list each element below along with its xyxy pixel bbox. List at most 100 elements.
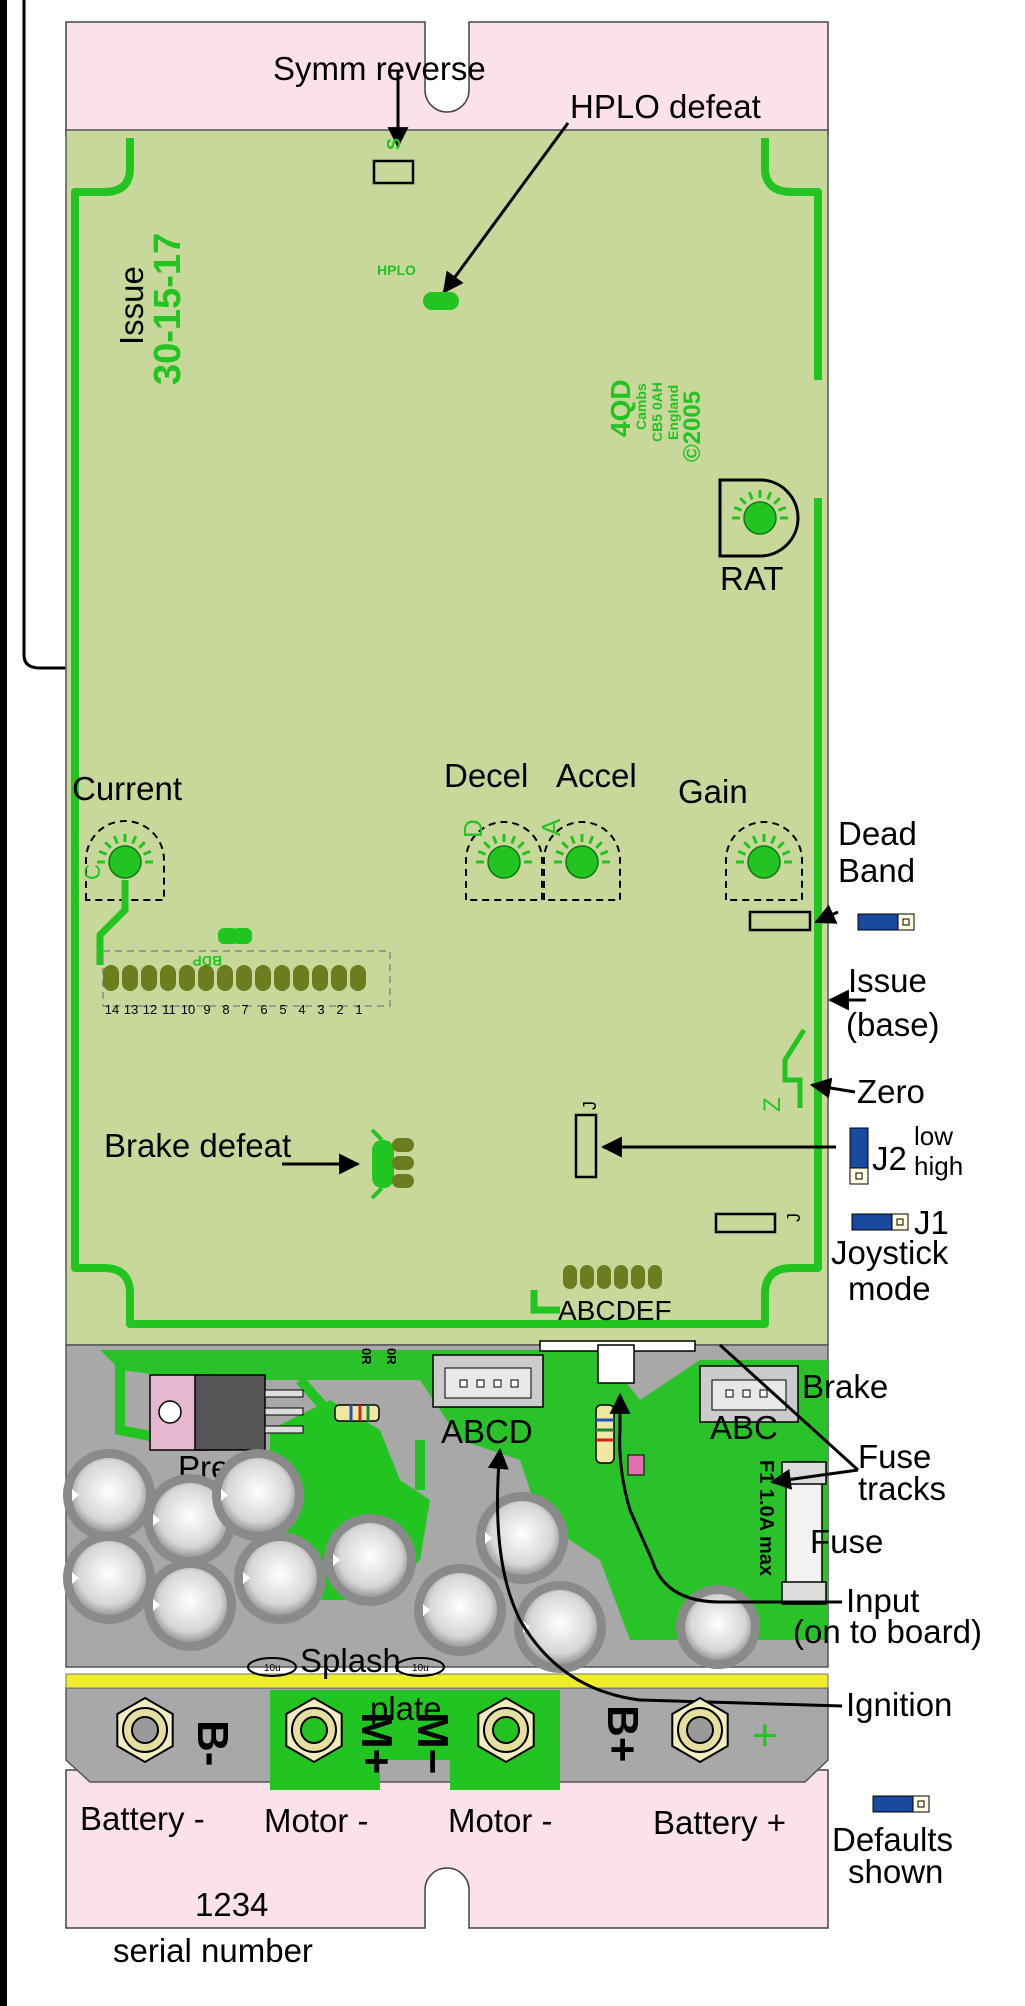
- zero-arrow: [809, 1077, 856, 1099]
- pot-ray: [747, 491, 754, 501]
- resistor-vertical: [595, 1404, 615, 1464]
- brake-label: Brake: [802, 1368, 888, 1405]
- power-copper-1: [100, 1350, 828, 1640]
- pot-ray: [737, 849, 747, 856]
- capacitor-polarity: [243, 1572, 250, 1584]
- pot-ray: [98, 849, 108, 856]
- capacitor-polarity: [153, 1599, 160, 1611]
- j2-label: J2: [872, 1140, 907, 1177]
- dead-band-label-1: Dead: [838, 815, 917, 852]
- splash-plate: [65, 1673, 829, 1689]
- input-header-block: [597, 1344, 635, 1384]
- pot-ray: [477, 849, 487, 856]
- connector-pad: [236, 965, 252, 991]
- j1-jumper-pin: [891, 1213, 909, 1231]
- abcdef-connector-pads: [563, 1265, 662, 1289]
- issue-base-label-1: Issue: [848, 962, 927, 999]
- battery-minus-terminal[interactable]: [116, 1696, 174, 1764]
- s-silk: S: [384, 138, 404, 150]
- pot-ray: [770, 835, 777, 845]
- pot-ray: [569, 835, 576, 845]
- connector-pad: [122, 965, 138, 991]
- battery-plus-label: Battery +: [653, 1804, 786, 1841]
- connector-pad: [160, 965, 176, 991]
- j2-jumper[interactable]: [574, 1113, 598, 1179]
- hplo-defeat-pad[interactable]: [423, 292, 459, 310]
- brake-connector[interactable]: [699, 1365, 799, 1423]
- zero-track: [782, 1028, 807, 1108]
- abcdef-pad: [580, 1265, 594, 1289]
- decel-pot-outline: [465, 821, 543, 901]
- pot-knob: [743, 501, 777, 535]
- j2-jumper-icon: [849, 1127, 869, 1169]
- pot-ray: [751, 835, 758, 845]
- abcdef-pad: [563, 1265, 577, 1289]
- abcdef-pad: [648, 1265, 662, 1289]
- dead-band-jumper[interactable]: [748, 910, 812, 932]
- pot-ray: [766, 491, 773, 501]
- connector-pad: [217, 965, 233, 991]
- symm-reverse-jumper[interactable]: [372, 159, 415, 185]
- capacitor-face: [72, 1458, 146, 1532]
- bdp-header-outline: [102, 950, 391, 1007]
- gain-pot[interactable]: [736, 834, 792, 879]
- capacitor-face: [523, 1590, 597, 1664]
- input-label-2: (on to board): [793, 1613, 982, 1650]
- connector-pad: [274, 965, 290, 991]
- pot-knob: [565, 845, 599, 879]
- j1-jumper-pin-dot: [896, 1218, 904, 1226]
- nut-stud: [131, 1716, 159, 1744]
- current-track: [96, 880, 129, 965]
- motor-minus-terminal[interactable]: [477, 1696, 535, 1764]
- brake-defeat-pads[interactable]: [370, 1128, 414, 1200]
- left-border: [0, 0, 7, 2006]
- pot-ray: [555, 849, 565, 856]
- ten-u-cap-1: [247, 1657, 297, 1677]
- hplo-silk: HPLO: [377, 262, 416, 278]
- battery-plus-terminal[interactable]: [671, 1696, 729, 1764]
- bdp-link-pad-2: [232, 928, 252, 944]
- capacitor-face: [333, 1523, 407, 1597]
- connector-pad: [331, 965, 347, 991]
- connector-pad: [198, 965, 214, 991]
- motor-plus-terminal[interactable]: [285, 1696, 343, 1764]
- current-pot[interactable]: [97, 834, 153, 879]
- pot-ray: [739, 497, 747, 505]
- j1-label: J1: [914, 1204, 949, 1241]
- fuse-tracks-arrow-2: [769, 1468, 859, 1490]
- brake-defeat-label: Brake defeat: [104, 1127, 291, 1164]
- dead-band-jumper-icon: [857, 913, 899, 931]
- j1-jumper[interactable]: [714, 1212, 777, 1234]
- plus-silk: +: [752, 1711, 778, 1760]
- accel-pot[interactable]: [554, 834, 610, 879]
- rat-label: RAT: [720, 560, 784, 597]
- joystick-mode-label-1: Joystick: [831, 1234, 949, 1271]
- pink-component: [627, 1454, 645, 1476]
- pot-ray: [131, 835, 138, 845]
- defaults-label-2: shown: [848, 1853, 943, 1890]
- zero-label: Zero: [857, 1073, 925, 1110]
- fuse-holder[interactable]: [781, 1461, 827, 1605]
- decel-pot[interactable]: [476, 834, 532, 879]
- joystick-mode-label-2: mode: [848, 1270, 931, 1307]
- ignition-wire: [487, 1447, 843, 1708]
- fuse-tracks-arrow-1: [718, 1343, 860, 1472]
- pin-number: 9: [203, 1002, 210, 1017]
- motor-minus-label-1: Motor -: [264, 1802, 369, 1839]
- rat-pot[interactable]: [732, 490, 788, 535]
- pot-ray: [595, 841, 603, 849]
- connector-pad: [179, 965, 195, 991]
- resistor-horizontal: [334, 1404, 380, 1422]
- abcd-connector[interactable]: [432, 1354, 544, 1408]
- pot-ray: [599, 849, 609, 856]
- pot-ray: [491, 835, 498, 845]
- dead-band-jumper-pin: [897, 913, 915, 931]
- fuse-tracks-label-2: tracks: [858, 1470, 946, 1507]
- capacitor-bank: [63, 1449, 606, 1673]
- serial-number-value: 1234: [195, 1886, 268, 1923]
- board-edge-track: [71, 138, 822, 1328]
- dead-band-arrow: [814, 904, 839, 924]
- capacitor-polarity: [423, 1604, 430, 1616]
- battery-minus-label: Battery -: [80, 1800, 205, 1837]
- abcdef-label: ABCDEF: [558, 1295, 672, 1326]
